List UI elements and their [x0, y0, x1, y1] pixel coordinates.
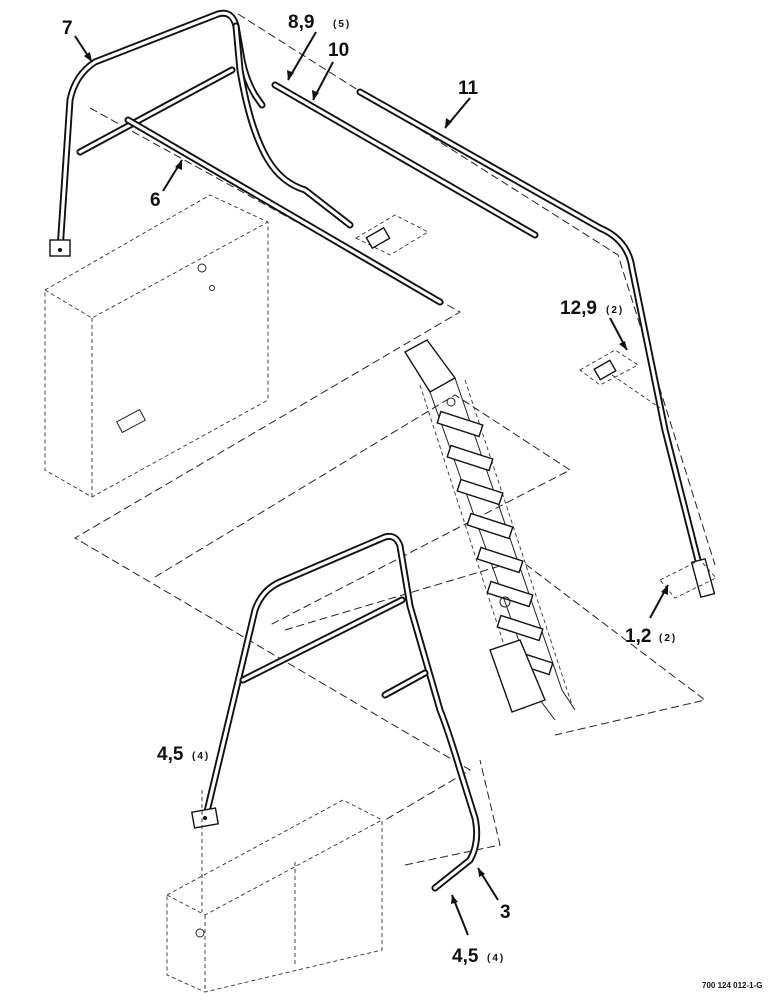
- callout-6: 6: [150, 190, 161, 211]
- callout-8-9: 8,9: [288, 12, 314, 33]
- callout-11: 11: [458, 78, 479, 99]
- callout-1-2-qty: (2): [659, 633, 677, 644]
- callout-3: 3: [500, 902, 511, 923]
- leader-lines: [74, 31, 669, 936]
- callout-4-5-upper-qty: (4): [192, 751, 210, 762]
- bracket-1-2: [659, 559, 717, 599]
- lower-handrail-3: [190, 532, 481, 912]
- rail-6: [124, 116, 444, 306]
- callout-8-9-qty: (5): [333, 19, 351, 30]
- rail-10: [271, 81, 539, 239]
- callout-4-5-upper: 4,5: [157, 744, 184, 765]
- bracket-12-9: [579, 349, 661, 409]
- rail-11: [356, 88, 716, 599]
- ladder: [404, 339, 576, 721]
- callout-12-9: 12,9: [560, 298, 597, 319]
- ladder-rungs: [436, 410, 554, 676]
- callout-labels: 7 8,9 (5) 10 11 6 12,9 (2) 1,2 (2) 4,5 (…: [62, 12, 677, 967]
- figure-number: 700 124 012-1-G: [702, 981, 763, 990]
- callout-4-5-lower: 4,5: [452, 946, 479, 967]
- callout-1-2: 1,2: [625, 626, 651, 647]
- callout-4-5-lower-qty: (4): [487, 953, 505, 964]
- callout-7: 7: [62, 18, 73, 39]
- callout-12-9-qty: (2): [606, 305, 624, 316]
- control-box-upper: [44, 194, 269, 498]
- bracket-8-9: [355, 214, 429, 256]
- upper-handrail-7: [49, 9, 354, 257]
- control-box-lower: [166, 799, 383, 993]
- callout-10: 10: [328, 40, 349, 61]
